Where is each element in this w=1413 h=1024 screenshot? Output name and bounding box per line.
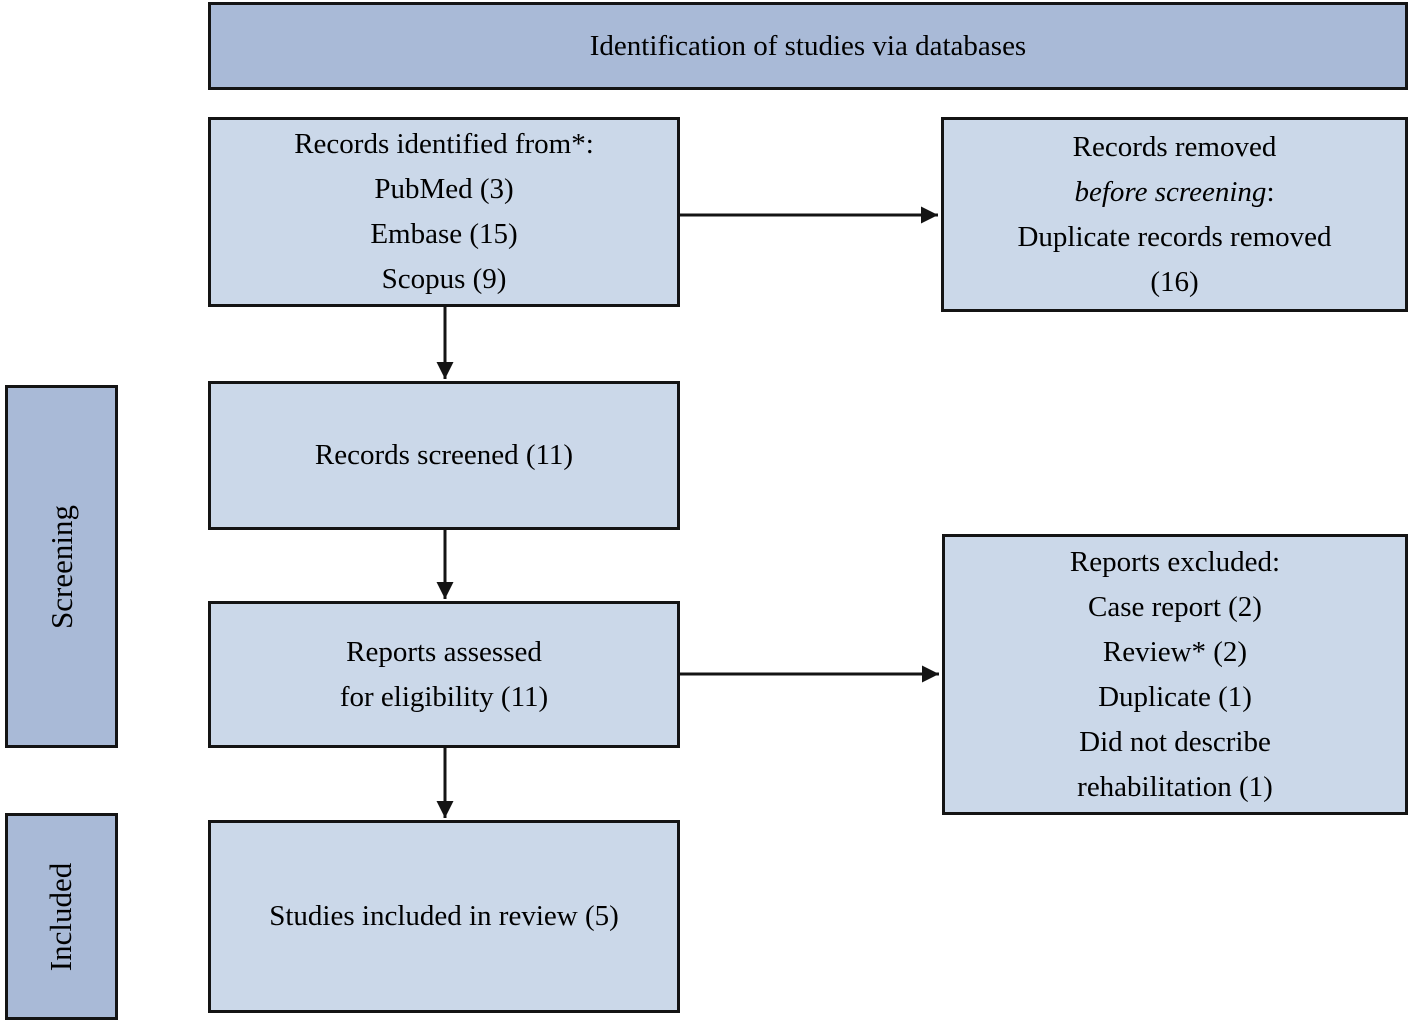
box-line: PubMed (3): [374, 173, 514, 205]
box-line: Studies included in review (5): [269, 900, 619, 932]
box-line: Case report (2): [1088, 590, 1262, 623]
side-band-screening: Screening: [5, 385, 118, 748]
side-label-included: Included: [43, 862, 79, 971]
side-band-included: Included: [5, 813, 118, 1020]
box-line: Records removed: [1072, 130, 1277, 163]
box-line: Review* (2): [1102, 635, 1248, 668]
box-line: (16): [1150, 265, 1199, 298]
box-line: rehabilitation (1): [1077, 770, 1273, 803]
box-line: Records identified from*:: [294, 128, 594, 160]
box-line: Records screened (11): [314, 439, 574, 471]
box-line: before screening:: [1075, 170, 1275, 215]
box-records-identified: Records identified from*: PubMed (3) Emb…: [208, 117, 680, 307]
italic-phrase: before screening: [1074, 175, 1267, 208]
diagram-title: Identification of studies via databases: [589, 29, 1027, 62]
header-identification-band: Identification of studies via databases: [208, 2, 1408, 90]
box-line: Scopus (9): [381, 263, 507, 295]
box-reports-excluded: Reports excluded: Case report (2) Review…: [942, 534, 1408, 815]
box-line: Did not describe: [1079, 725, 1271, 758]
box-records-screened: Records screened (11): [208, 381, 680, 530]
box-line: Embase (15): [370, 218, 518, 250]
box-line: Reports assessed: [346, 635, 542, 668]
side-label-screening: Screening: [43, 504, 79, 629]
box-line: Reports excluded:: [1069, 545, 1281, 578]
box-line: Duplicate records removed: [1017, 220, 1332, 253]
box-line: Duplicate (1): [1098, 680, 1252, 713]
box-records-removed: Records removed before screening: Duplic…: [941, 117, 1408, 312]
box-studies-included: Studies included in review (5): [208, 820, 680, 1013]
colon-suffix: :: [1266, 175, 1275, 208]
box-reports-assessed: Reports assessed for eligibility (11): [208, 601, 680, 748]
box-line: for eligibility (11): [339, 680, 549, 713]
